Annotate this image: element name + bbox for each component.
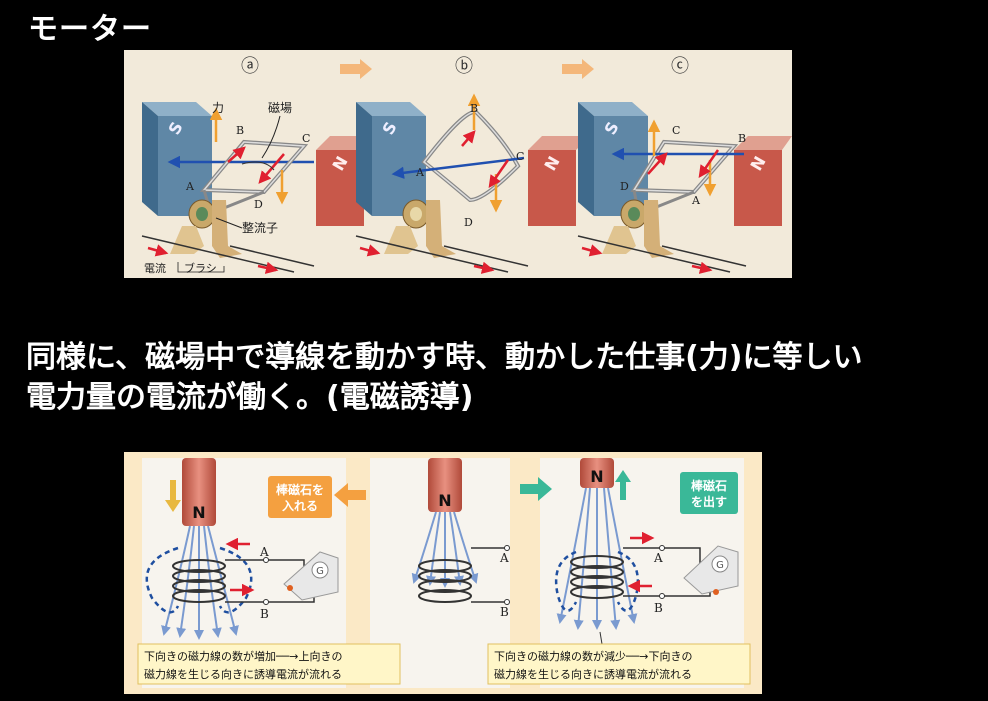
motor-panel-c: S N D C B A <box>577 102 792 274</box>
panel-a-label: ⓐ <box>241 56 259 77</box>
caption-left-1: 下向きの磁力線の数が増加──→上向きの <box>144 649 342 663</box>
point-d-a: D <box>254 198 263 211</box>
remove-panel: N A B G 棒磁石 <box>487 458 751 685</box>
magnet-pole-right: N <box>590 467 603 486</box>
motor-diagram: ⓐ ⓑ ⓒ S N 力 磁場 整流子 電流 ブラシ <box>124 50 792 278</box>
force-label: 力 <box>212 101 224 115</box>
insert-label-2: 入れる <box>282 499 318 513</box>
remove-motion-arrow <box>615 470 631 500</box>
point-b-b: B <box>470 102 478 115</box>
transition-arrow-2 <box>562 59 594 79</box>
brush-label: ブラシ <box>184 261 217 275</box>
motor-panel-b: S N A B C D <box>355 93 590 274</box>
galvanometer-label-right: G <box>716 560 724 571</box>
point-d-b: D <box>464 216 473 229</box>
induction-diagram: N A B G 棒磁石を <box>124 452 762 694</box>
magnet-pole-left: N <box>192 503 205 522</box>
point-a-a: A <box>185 180 195 193</box>
point-d-c: D <box>620 180 629 193</box>
terminal-b-left: B <box>260 607 269 621</box>
body-text: 同様に、磁場中で導線を動かす時、動かした仕事(力)に等しい 電力量の電流が働く。… <box>26 338 976 418</box>
point-c-a: C <box>302 132 310 145</box>
magnet-pole-middle: N <box>438 491 451 510</box>
point-b-c: B <box>738 132 746 145</box>
caption-right-1: 下向きの磁力線の数が減少──→下向きの <box>494 649 692 663</box>
motor-panel-a: S N 力 磁場 整流子 電流 ブラシ A B C D <box>141 100 378 275</box>
field-label: 磁場 <box>268 100 292 115</box>
current-label: 電流 <box>144 261 166 275</box>
terminal-a-right: A <box>653 551 663 565</box>
point-b-a: B <box>236 124 244 137</box>
body-line-1: 同様に、磁場中で導線を動かす時、動かした仕事(力)に等しい <box>26 340 863 375</box>
remove-direction-arrow <box>520 477 552 501</box>
panel-b-label: ⓑ <box>455 56 473 77</box>
caption-left-2: 磁力線を生じる向きに誘導電流が流れる <box>144 667 342 681</box>
insert-label-1: 棒磁石を <box>276 482 324 497</box>
caption-right-2: 磁力線を生じる向きに誘導電流が流れる <box>494 667 692 681</box>
terminal-b-middle: B <box>500 605 509 619</box>
insert-direction-arrow <box>334 483 366 507</box>
galvanometer-label-left: G <box>316 566 324 577</box>
point-c-b: C <box>516 150 524 163</box>
point-c-c: C <box>672 124 680 137</box>
terminal-a-middle: A <box>499 551 509 565</box>
body-line-2: 電力量の電流が働く。(電磁誘導) <box>26 380 474 415</box>
insert-motion-arrow <box>165 480 181 512</box>
terminal-a-left: A <box>259 545 269 559</box>
remove-label-1: 棒磁石 <box>691 478 727 493</box>
commutator-label: 整流子 <box>242 220 278 235</box>
point-a-c: A <box>691 194 701 207</box>
remove-label-2: を出す <box>691 494 727 509</box>
panel-c-label: ⓒ <box>671 56 689 77</box>
insert-panel: N A B G 棒磁石を <box>137 458 401 685</box>
slide-title: モーター <box>28 12 152 47</box>
static-panel: N A B <box>411 458 510 619</box>
transition-arrow-1 <box>340 59 372 79</box>
point-a-b: A <box>415 166 425 179</box>
terminal-b-right: B <box>654 601 663 615</box>
